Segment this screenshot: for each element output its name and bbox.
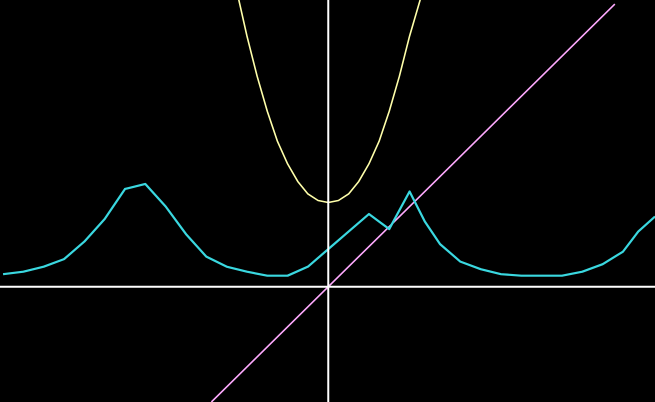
series-line-1	[238, 0, 421, 204]
series-line-2	[210, 3, 616, 402]
series-line-3	[2, 182, 655, 277]
